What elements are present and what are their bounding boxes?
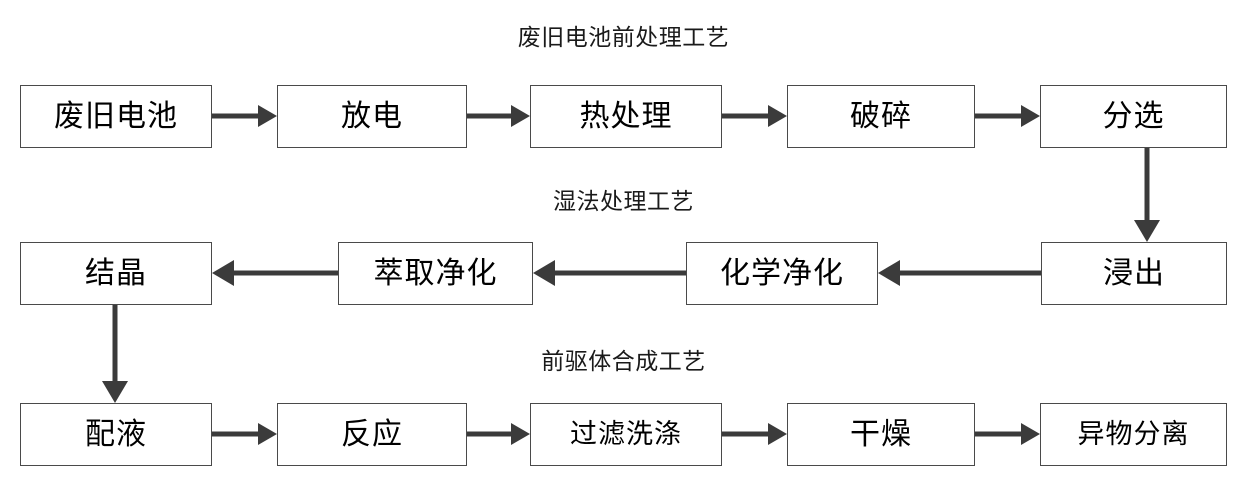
section-title-hydrometallurgy: 湿法处理工艺 xyxy=(553,189,694,215)
node-leaching[interactable]: 浸出 xyxy=(1041,242,1227,305)
node-discharge[interactable]: 放电 xyxy=(277,85,467,148)
arrow-shaft xyxy=(900,270,1041,276)
section-title-precursor: 前驱体合成工艺 xyxy=(541,349,706,375)
arrow-head-down-icon xyxy=(1134,220,1160,242)
arrow-shaft xyxy=(467,113,511,119)
arrow-head-right-icon xyxy=(511,105,530,127)
arrow-head-right-icon xyxy=(768,105,787,127)
arrow-head-left-icon xyxy=(878,260,900,286)
arrow-head-right-icon xyxy=(1021,423,1040,445)
arrow-head-right-icon xyxy=(258,423,277,445)
arrow-shaft xyxy=(112,305,118,381)
arrow-head-right-icon xyxy=(511,423,530,445)
arrow-shaft xyxy=(722,431,768,437)
arrow-shaft xyxy=(975,431,1021,437)
arrow-shaft xyxy=(975,113,1021,119)
node-crushing[interactable]: 破碎 xyxy=(787,85,975,148)
arrow-head-right-icon xyxy=(768,423,787,445)
node-drying[interactable]: 干燥 xyxy=(787,403,975,466)
node-waste-battery[interactable]: 废旧电池 xyxy=(20,85,212,148)
node-filtration-washing[interactable]: 过滤洗涤 xyxy=(530,403,722,466)
arrow-shaft xyxy=(212,431,258,437)
node-solution-preparation[interactable]: 配液 xyxy=(20,403,212,466)
arrow-shaft xyxy=(722,113,768,119)
arrow-shaft xyxy=(555,270,686,276)
node-foreign-matter-separation[interactable]: 异物分离 xyxy=(1040,403,1227,466)
arrow-shaft xyxy=(467,431,511,437)
arrow-shaft xyxy=(212,113,258,119)
arrow-shaft xyxy=(234,270,338,276)
node-heat-treatment[interactable]: 热处理 xyxy=(530,85,722,148)
arrow-shaft xyxy=(1144,148,1150,220)
node-sorting[interactable]: 分选 xyxy=(1040,85,1227,148)
node-extraction-purification[interactable]: 萃取净化 xyxy=(338,242,533,305)
arrow-head-left-icon xyxy=(533,260,555,286)
section-title-pretreatment: 废旧电池前处理工艺 xyxy=(517,25,730,51)
arrow-head-left-icon xyxy=(212,260,234,286)
arrow-head-down-icon xyxy=(102,381,128,403)
arrow-head-right-icon xyxy=(258,105,277,127)
node-crystallization[interactable]: 结晶 xyxy=(20,242,212,305)
node-reaction[interactable]: 反应 xyxy=(277,403,467,466)
arrow-head-right-icon xyxy=(1021,105,1040,127)
node-chemical-purification[interactable]: 化学净化 xyxy=(686,242,878,305)
